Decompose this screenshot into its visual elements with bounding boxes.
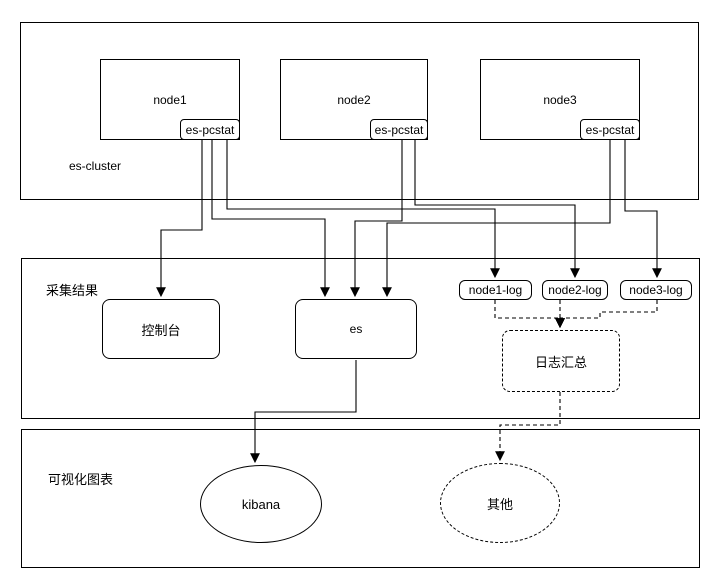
section-collect-result: 采集结果 [21,258,700,419]
node2-espcstat-label: es-pcstat [374,122,424,137]
section-visualization-label: 可视化图表 [48,472,114,487]
edge-node3pcstat-es [382,140,611,298]
edge-node1pcstat-console [156,140,203,298]
node1-espcstat-label: es-pcstat [185,122,235,137]
log-summary-box: 日志汇总 [502,330,620,392]
log-summary-label: 日志汇总 [534,354,587,370]
edge-node3log-summary [555,300,658,329]
node2-espcstat-tag: es-pcstat [370,119,428,140]
section-visualization: 可视化图表 [21,429,700,568]
node2-label: node2 [337,92,371,107]
node1-box: node1 [100,59,240,140]
other-ellipse: 其他 [440,463,560,543]
edge-node2pcstat-node2log [414,140,580,279]
kibana-label: kibana [241,496,281,512]
section-es-cluster-label: es-cluster [69,159,122,173]
edge-node3pcstat-node3log [624,140,662,279]
section-es-cluster: es-cluster [20,22,699,200]
edge-summary-other [495,392,561,462]
node3-espcstat-tag: es-pcstat [580,119,640,140]
edge-node2pcstat-es [350,140,403,298]
node3-espcstat-label: es-pcstat [585,122,635,137]
console-box: 控制台 [102,299,220,359]
node1-espcstat-tag: es-pcstat [180,119,240,140]
node1-label: node1 [153,92,187,107]
es-box: es [295,299,417,359]
edge-es-kibana [250,360,357,464]
node3-log-box: node3-log [620,280,692,300]
node1-log-label: node1-log [468,283,523,297]
edge-node1pcstat-node1log [226,140,500,279]
node1-log-box: node1-log [459,280,532,300]
edge-node1log-summary [494,300,565,329]
node3-log-label: node3-log [629,283,683,297]
es-label: es [349,322,363,336]
node2-log-label: node2-log [548,283,602,297]
node2-log-box: node2-log [542,280,608,300]
kibana-ellipse: kibana [200,465,322,543]
other-label: 其他 [486,496,513,512]
node3-label: node3 [543,92,577,107]
console-label: 控制台 [141,322,181,338]
edge-node1pcstat-es [211,140,330,298]
section-collect-result-label: 采集结果 [46,283,99,298]
